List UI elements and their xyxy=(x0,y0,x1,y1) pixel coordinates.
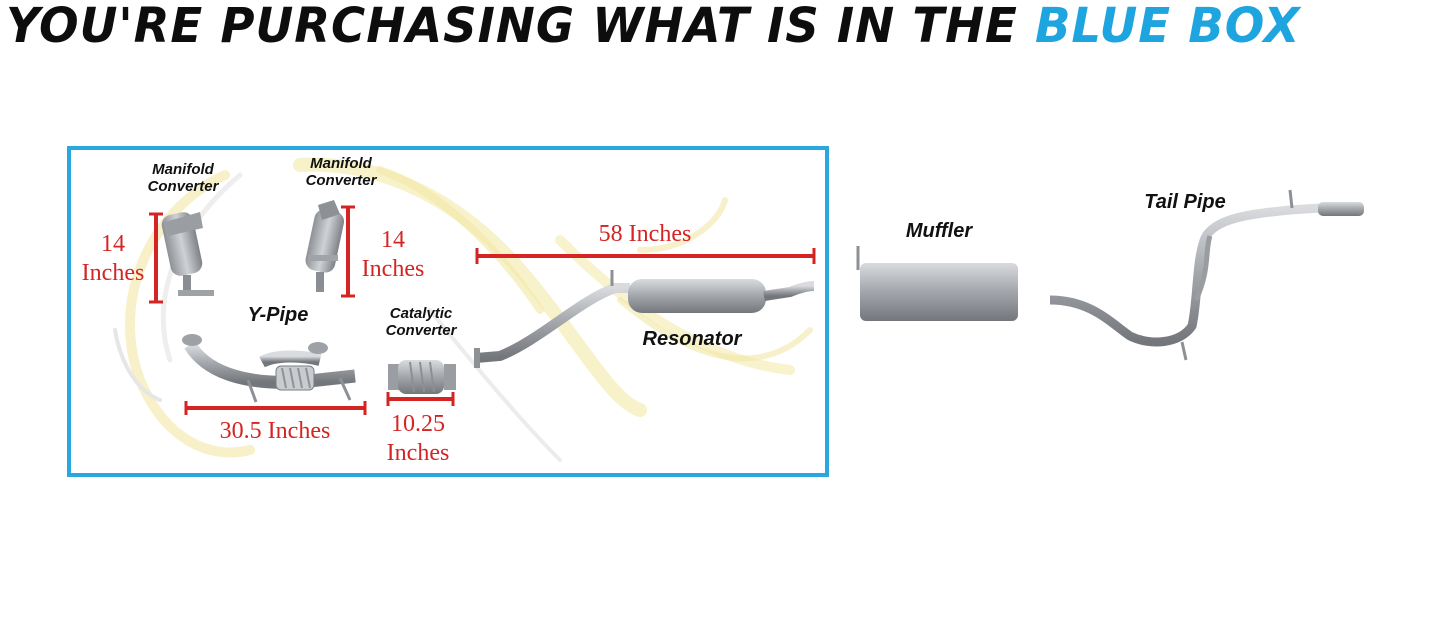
dimension-unit: Inches xyxy=(386,439,450,466)
label-line: Catalytic xyxy=(389,305,453,322)
dimension-line-resonator-pipe xyxy=(475,248,816,264)
dimension-resonator-pipe: 58 Inches xyxy=(598,221,692,247)
catalytic-converter-part xyxy=(388,360,456,394)
dimension-manifold-left: 14 Inches xyxy=(70,230,156,288)
dimension-catalytic: 10.25 Inches xyxy=(372,410,464,468)
dimension-value: 14 xyxy=(381,227,405,253)
label-line: Manifold xyxy=(310,155,372,172)
y-pipe-part xyxy=(182,334,356,403)
title-accent: BLUE BOX xyxy=(1034,0,1301,54)
muffler-part xyxy=(836,246,1018,321)
dimension-line-manifold-left xyxy=(149,212,163,304)
label-tail-pipe: Tail Pipe xyxy=(1144,191,1226,213)
purchase-blue-box xyxy=(67,146,829,477)
dimension-line-catalytic xyxy=(386,392,455,406)
dimension-value: 10.25 xyxy=(391,411,445,437)
label-manifold-converter-right: Manifold Converter xyxy=(286,155,396,189)
label-muffler: Muffler xyxy=(905,220,973,242)
label-line: Converter xyxy=(385,321,457,339)
title-main: YOU'RE PURCHASING WHAT IS IN THE xyxy=(6,0,1018,54)
manifold-converter-right-part xyxy=(305,200,345,292)
dimension-manifold-right: 14 Inches xyxy=(350,226,436,284)
dimension-line-manifold-right xyxy=(341,205,355,298)
manifold-converter-left-part xyxy=(161,212,214,296)
label-catalytic-converter: Catalytic Converter xyxy=(366,305,476,339)
dimension-y-pipe: 30.5 Inches xyxy=(219,418,331,444)
dimension-line-y-pipe xyxy=(184,401,367,415)
label-y-pipe: Y-Pipe xyxy=(247,304,309,326)
dimension-value: 14 xyxy=(101,231,125,257)
page-title: YOU'RE PURCHASING WHAT IS IN THE BLUE BO… xyxy=(6,0,1399,52)
label-resonator: Resonator xyxy=(642,328,742,350)
resonator-part xyxy=(474,270,815,368)
tail-pipe-part xyxy=(1049,189,1364,361)
label-line: Converter xyxy=(147,177,219,195)
dimension-lines xyxy=(149,205,816,415)
label-line: Converter xyxy=(305,171,377,189)
label-manifold-converter-left: Manifold Converter xyxy=(128,161,238,195)
label-line: Manifold xyxy=(152,161,214,178)
dimension-unit: Inches xyxy=(361,255,425,282)
dimension-unit: Inches xyxy=(81,259,145,286)
